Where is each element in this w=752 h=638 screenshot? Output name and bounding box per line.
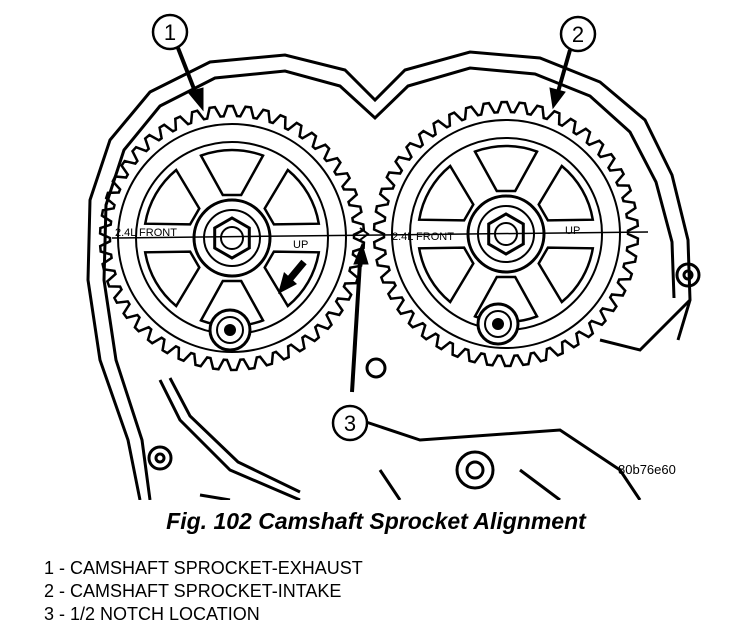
casing-bolt [147,262,701,490]
legend: 1 - CAMSHAFT SPROCKET-EXHAUST 2 - CAMSHA… [44,557,363,626]
callout-1: 1 [151,13,189,51]
legend-item: 2 - CAMSHAFT SPROCKET-INTAKE [44,581,342,601]
svg-text:2: 2 [572,22,584,47]
sprocket-diagram: 2.4L FRONT UP 2.4L FRONT UP 1 2 3 [86,13,701,500]
callout-leader [176,47,572,393]
legend-item: 1 - CAMSHAFT SPROCKET-EXHAUST [44,558,363,578]
alignment-line [111,227,649,241]
camshaft-sprocket-intake [372,100,640,368]
engine-casing [86,50,692,500]
camshaft-sprocket-exhaust [98,104,366,372]
figure-caption: Fig. 102 Camshaft Sprocket Alignment [166,508,586,534]
rotation-arrow [278,259,307,294]
front-marking-right: 2.4L FRONT [392,231,454,243]
up-marking-left: UP [293,239,308,251]
callout-3: 3 [331,404,369,442]
up-marking-right: UP [565,225,580,237]
legend-item: 3 - 1/2 NOTCH LOCATION [44,604,260,624]
svg-text:3: 3 [344,411,356,436]
svg-text:1: 1 [164,20,176,45]
callout-2: 2 [559,15,597,53]
figure-code: 80b76e60 [618,462,676,477]
front-marking-left: 2.4L FRONT [115,227,177,239]
